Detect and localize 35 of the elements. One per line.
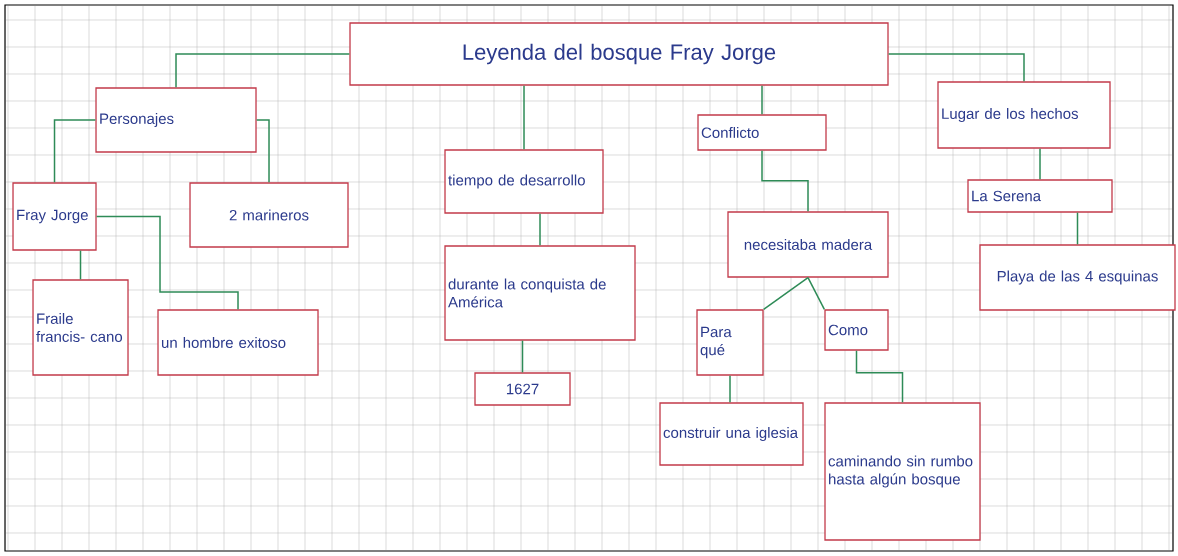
concept-box: durante la conquista de América	[444, 245, 636, 341]
concept-box: Lugar de los hechos	[937, 81, 1111, 149]
concept-box: tiempo de desarrollo	[444, 149, 604, 214]
connector-line	[761, 149, 809, 213]
concept-box: un hombre exitoso	[157, 309, 319, 376]
concept-box: Como	[824, 309, 889, 351]
concept-box: La Serena	[967, 179, 1113, 213]
connector-line	[855, 349, 904, 404]
concept-box: Fray Jorge	[12, 182, 97, 251]
connector-line	[729, 374, 731, 404]
concept-box: Leyenda del bosque Fray Jorge	[349, 22, 889, 86]
connector-line	[95, 215, 239, 311]
connector-line	[1039, 147, 1041, 181]
concept-box: Fraile francis- cano	[32, 279, 129, 376]
concept-box: Playa de las 4 esquinas	[979, 244, 1176, 311]
connector-line	[53, 119, 97, 184]
connector-line	[521, 339, 524, 374]
connector-line	[762, 276, 809, 311]
connector-line	[255, 119, 270, 184]
connector-line	[761, 84, 763, 116]
concept-box: construir una iglesia	[659, 402, 804, 466]
concept-box: necesitaba madera	[727, 211, 889, 278]
concept-box: 1627	[474, 372, 571, 406]
concept-box: caminando sin rumbo hasta algún bosque	[824, 402, 981, 541]
connector-line	[539, 212, 541, 247]
connector-line	[79, 249, 82, 281]
connector-line	[523, 84, 525, 151]
connector-line	[807, 276, 826, 311]
connector-line	[1076, 211, 1079, 246]
connector-line	[887, 53, 1025, 83]
connector-line	[175, 53, 351, 89]
concept-box: 2 marineros	[189, 182, 349, 248]
concept-box: Personajes	[95, 87, 257, 153]
concept-box: Para qué	[696, 309, 764, 376]
concept-box: Conflicto	[697, 114, 827, 151]
